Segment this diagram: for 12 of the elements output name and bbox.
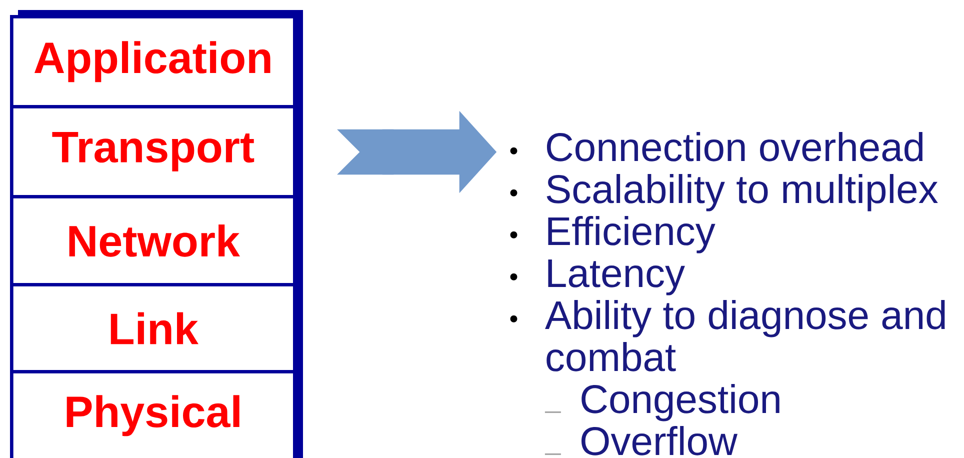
list-item: Connection overhead xyxy=(546,132,923,162)
layer-box: Network xyxy=(10,195,296,286)
layer-box: Physical xyxy=(10,370,296,458)
list-item: Scalability to multiplex xyxy=(546,174,938,212)
layer-box: Transport xyxy=(10,105,296,198)
list-item: Ability to diagnose and combat xyxy=(545,300,945,372)
list-item: Efficiency xyxy=(548,216,716,254)
list-item: Latency xyxy=(548,259,685,296)
list-item: Congestion xyxy=(582,384,780,422)
list-item: Overflow xyxy=(582,426,738,456)
layer-box: Link xyxy=(10,283,296,374)
layer-box: Application xyxy=(10,15,296,108)
